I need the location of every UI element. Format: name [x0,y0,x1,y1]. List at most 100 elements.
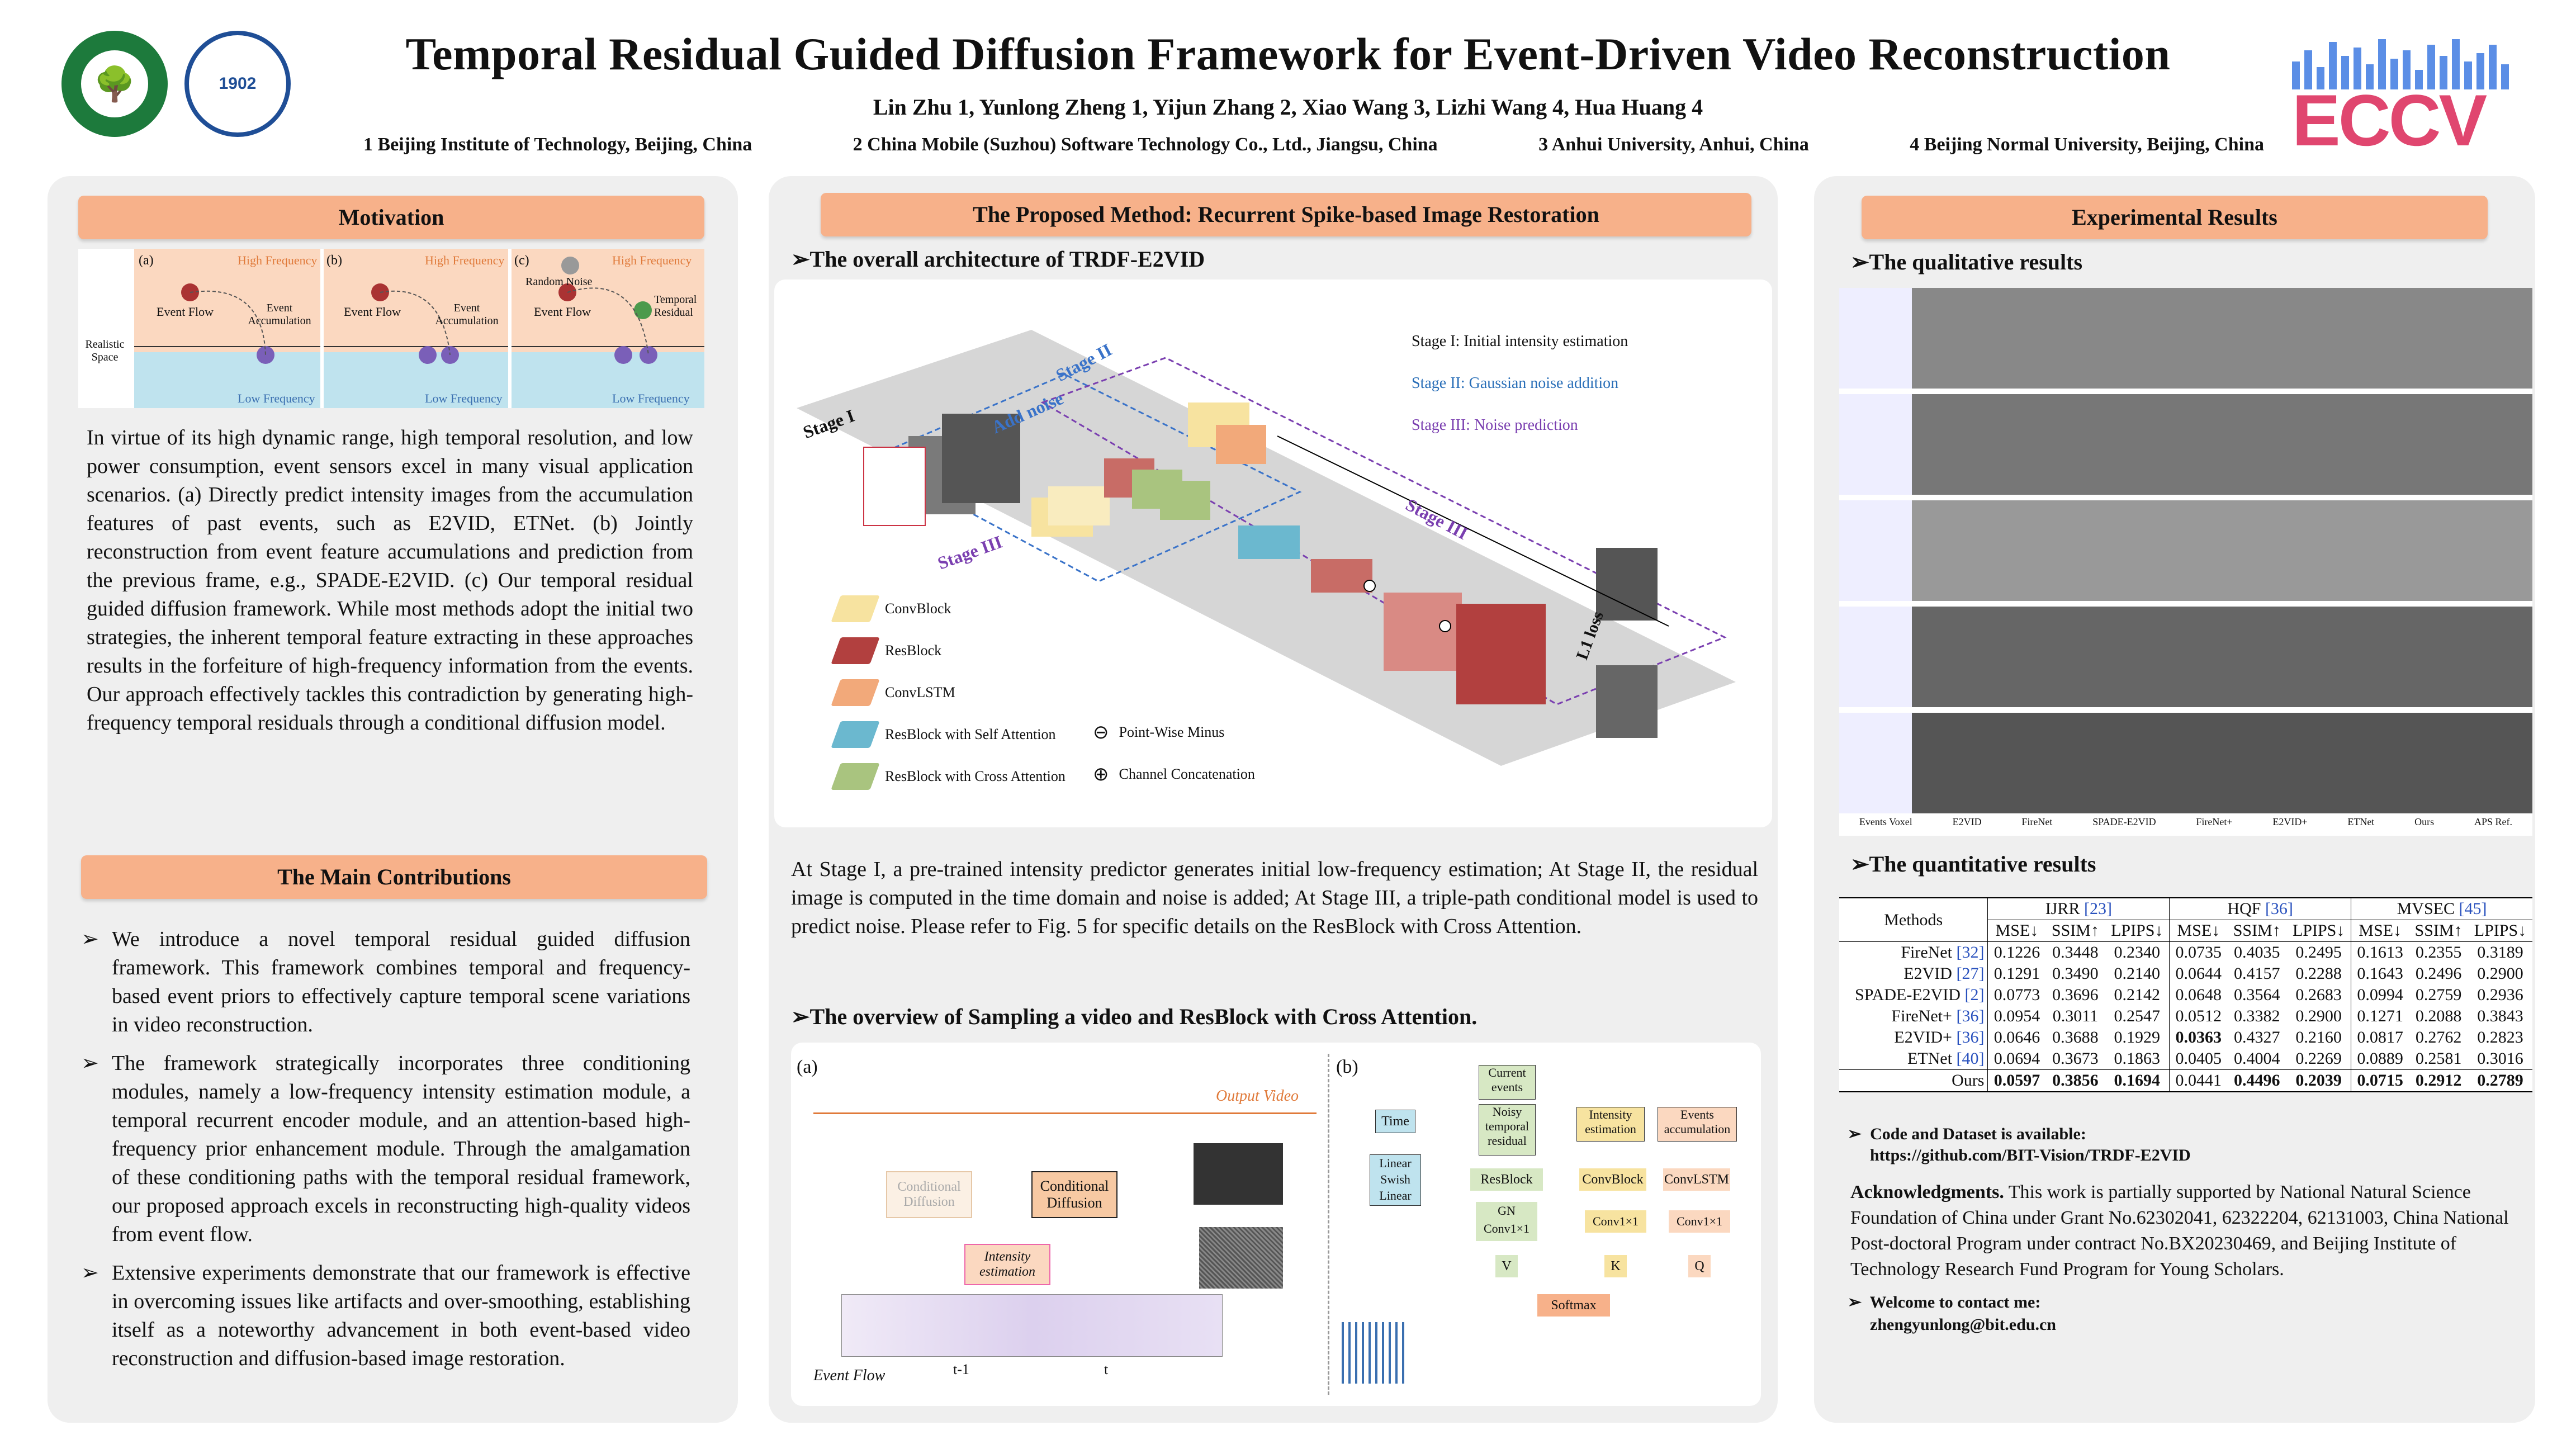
legend-channel-concatenation: ⊕Channel Concatenation [1093,764,1255,785]
metric-header: SSIM↑ [2233,921,2281,940]
metric-cell: 0.2340 [2114,943,2161,962]
metric-cell: 0.2140 [2114,964,2161,983]
time-prev-label: t-1 [953,1361,969,1377]
metric-cell: 0.2547 [2114,1007,2161,1025]
intensity-estimation-b: Intensity estimation [1576,1107,1645,1142]
metric-cell: 0.2039 [2295,1071,2342,1090]
metric-cell: 0.2288 [2295,964,2342,983]
low-frequency-label-a: Low Frequency [238,391,315,405]
col-ours: Ours [2414,816,2435,827]
linear-swish-linear-box: Linear Swish Linear [1370,1154,1421,1206]
metric-cell: 0.0994 [2351,984,2409,1006]
contribution-item: Extensive experiments demonstrate that o… [81,1259,690,1373]
minus-circle-icon: ⊖ [1093,722,1109,743]
metric-cell: 0.0597 [1987,1069,2046,1092]
resblock-box: ResBlock [1470,1168,1543,1191]
high-frequency-label-b: High Frequency [425,253,505,267]
metric-cell: 0.4004 [2234,1049,2280,1068]
metric-cell: 0.0715 [2351,1069,2409,1092]
qualitative-row [1839,607,2532,707]
conv-3-box: Conv1×1 [1669,1210,1730,1233]
metric-cell: 0.0694 [1987,1048,2046,1070]
metric-header: LPIPS↓ [2474,921,2527,940]
code-url[interactable]: https://github.com/BIT-Vision/TRDF-E2VID [1870,1146,2191,1164]
softmax-box: Softmax [1537,1294,1610,1317]
legend-convblock: ConvBlock [831,595,951,622]
metric-cell: 0.4327 [2234,1028,2280,1046]
metric-cell: 0.2900 [2295,1007,2342,1025]
high-frequency-label-c: High Frequency [612,253,692,267]
metric-header: MSE↓ [2169,920,2228,942]
conv-2-box: Conv1×1 [1585,1210,1646,1233]
time-current-label: t [1104,1361,1109,1377]
predicted-frame-image [1194,1143,1283,1205]
contact-label: ➢ Welcome to contact me: [1848,1293,2041,1311]
metric-cell: 0.2142 [2114,986,2161,1004]
metric-cell: 0.2495 [2295,943,2342,962]
legend-convlstm: ConvLSTM [831,679,955,706]
event-flow-label-b: Event Flow [344,305,401,319]
metric-cell: 0.1226 [1987,941,2046,963]
metric-cell: 0.2088 [2415,1007,2462,1025]
poster-title: Temporal Residual Guided Diffusion Frame… [405,29,2171,79]
motivation-diagram [134,249,704,408]
code-availability: ➢ Code and Dataset is available: https:/… [1848,1124,2191,1166]
high-frequency-label: High Frequency [238,253,318,267]
intensity-estimation-box: Intensity estimation [964,1244,1050,1285]
qualitative-row [1839,288,2532,389]
convlstm-b: ConvLSTM [1663,1168,1730,1191]
q-box: Q [1688,1255,1711,1277]
metric-cell: 0.3688 [2052,1028,2099,1046]
metric-header: MSE↓ [2351,920,2409,942]
panel-b-label: (b) [326,253,342,268]
event-flow-label: Event Flow [813,1367,886,1384]
metric-cell: 0.0648 [2169,984,2228,1006]
quantitative-title: ➢The quantitative results [1850,851,2096,877]
current-events-box: Current events [1479,1065,1536,1100]
affiliation-4: 4 Beijing Normal University, Beijing, Ch… [1910,134,2264,155]
metric-cell: 0.4035 [2234,943,2280,962]
metric-cell: 0.2936 [2477,986,2523,1004]
metric-cell: 0.3189 [2477,943,2523,962]
sampling-title-text: The overview of Sampling a video and Res… [809,1004,1478,1029]
bit-logo: 🌳 [61,31,168,137]
fig-a-label: (a) [797,1057,818,1077]
ack-text: This work is partially supported by Nati… [1850,1182,2509,1280]
output-video-label: Output Video [1216,1087,1299,1105]
conv-label-1: Conv1×1 [1483,1221,1530,1235]
architecture-title-text: The overall architecture of TRDF-E2VID [809,247,1205,272]
method-description: At Stage I, a pre-trained intensity pred… [791,858,1758,938]
metric-header: MSE↓ [1987,920,2046,942]
contribution-item: We introduce a novel temporal residual g… [81,925,690,1039]
metric-header: SSIM↑ [2414,921,2463,940]
event-accumulation-label-b: Event Accumulation [435,302,499,327]
metric-cell: 0.0773 [1987,984,2046,1006]
fig-b-label: (b) [1336,1057,1358,1077]
contribution-item: The framework strategically incorporates… [81,1049,690,1249]
metric-cell: 0.0889 [2351,1048,2409,1070]
metric-cell: 0.3673 [2052,1049,2099,1068]
contact-email[interactable]: zhengyunlong@bit.edu.cn [1870,1315,2056,1334]
metric-cell: 0.0954 [1987,1006,2046,1027]
qualitative-grid: Events Voxel E2VID FireNet SPADE-E2VID F… [1839,288,2532,836]
bnu-logo-year: 1902 [219,74,257,93]
method-name-cell: ETNet [40] [1907,1049,1985,1068]
realistic-space-label: Realistic Space [85,338,125,363]
eccv-logo: ECCV [2292,39,2527,161]
affiliation-3: 3 Anhui University, Anhui, China [1538,134,1809,155]
event-flow-label-a: Event Flow [157,305,214,319]
metric-cell: 0.3382 [2234,1007,2280,1025]
conditional-diffusion-current: Conditional Diffusion [1031,1171,1117,1218]
results-table: Methods IJRR [23] HQF [36] MVSEC [45] MS… [1839,897,2532,1092]
metric-cell: 0.2355 [2415,943,2462,962]
metric-cell: 0.3856 [2052,1071,2099,1090]
method-header: The Proposed Method: Recurrent Spike-bas… [821,193,1751,236]
eccv-wordmark: ECCV [2292,79,2487,161]
metric-cell: 0.0644 [2169,963,2228,984]
random-noise-label: Random Noise [525,276,593,288]
time-box: Time [1375,1110,1415,1133]
metric-cell: 0.3448 [2052,943,2099,962]
